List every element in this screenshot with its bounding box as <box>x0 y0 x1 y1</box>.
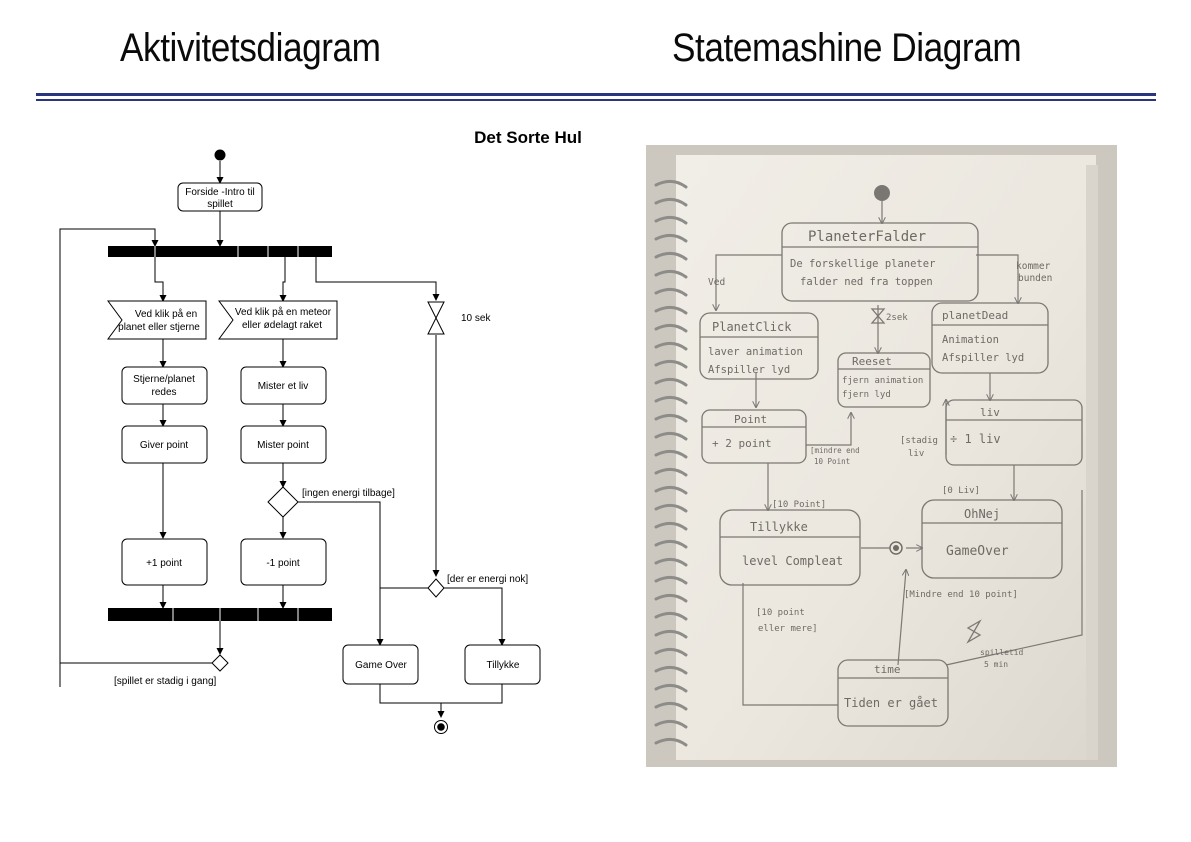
sm-label-0-liv: [0 Liv] <box>942 486 980 496</box>
action-minus-point-label: -1 point <box>266 558 300 569</box>
final-node <box>437 723 445 731</box>
sm-planeter-title: PlaneterFalder <box>808 229 926 245</box>
fork-bar <box>108 246 332 257</box>
activity-diagram-title: Det Sorte Hul <box>474 128 582 147</box>
action-plus-point <box>121 538 208 586</box>
sm-dead-body-2: Afspiller lyd <box>942 352 1024 364</box>
activity-diagram: Forside -Intro til spillet Ved klik på e… <box>59 128 582 734</box>
action-plus-point-label: +1 point <box>146 558 182 569</box>
sm-point-body: + 2 point <box>712 437 772 450</box>
guard-der-er-energi: [der er energi nok] <box>447 574 528 585</box>
sm-tillykke-title: Tillykke <box>750 520 808 534</box>
action-forside-label-1: Forside -Intro til <box>185 187 254 198</box>
action-giver-point-label: Giver point <box>140 440 189 451</box>
sm-label-stadig-2: liv <box>908 449 924 459</box>
guard-stadig-gang: [spillet er stadig i gang] <box>114 676 217 687</box>
sm-label-2sek: 2sek <box>886 313 908 323</box>
decision-loop <box>211 654 229 672</box>
sm-dead-body-1: Animation <box>942 334 999 346</box>
signal-meteor-click <box>218 300 338 340</box>
action-stjerne-redes <box>121 366 208 405</box>
sm-liv-title: liv <box>980 406 1000 419</box>
signal-meteor-label-1: Ved klik på en meteor <box>235 306 332 318</box>
action-mister-point-label: Mister point <box>257 440 309 451</box>
sm-label-mindre-2: 10 Point <box>814 457 850 466</box>
sm-dead-title: planetDead <box>942 309 1008 322</box>
sm-time-title: time <box>874 663 901 676</box>
sm-state-ohnej <box>921 499 1063 579</box>
sm-reset-body-2: fjern lyd <box>842 390 891 400</box>
action-minus-point <box>240 538 327 586</box>
action-giver-point <box>121 425 208 464</box>
signal-planet-label-2: planet eller stjerne <box>118 322 200 333</box>
sm-label-10-point-mere-2: eller mere] <box>758 624 818 634</box>
sm-state-liv <box>945 399 1083 466</box>
action-forside <box>177 182 263 212</box>
timer-label: 10 sek <box>461 313 491 324</box>
sm-point-title: Point <box>734 413 767 426</box>
signal-planet-click <box>107 300 207 340</box>
sm-initial-state <box>874 185 890 201</box>
sm-state-planeter <box>781 222 979 302</box>
sm-label-spilletid-1: spilletid <box>980 648 1024 657</box>
sm-junction-ring <box>889 541 903 555</box>
sm-label-ved: Ved <box>708 277 725 288</box>
sm-state-planetclick <box>699 312 819 380</box>
decision-energi <box>267 486 299 518</box>
sm-junction <box>893 545 899 551</box>
action-forside-label-2: spillet <box>207 199 233 210</box>
sm-label-stadig-1: [stadig <box>900 436 938 446</box>
sm-liv-body: ÷ 1 liv <box>950 432 1001 446</box>
signal-planet-label-1: Ved klik på en <box>135 308 197 320</box>
left-section-title: Aktivitetsdiagram <box>120 26 381 70</box>
signal-meteor-label-2: eller ødelagt raket <box>242 320 322 331</box>
sm-planeter-body-2: falder ned fra toppen <box>800 276 933 288</box>
action-stjerne-label-1: Stjerne/planet <box>133 374 195 385</box>
sm-label-kommer: kommer <box>1016 261 1051 272</box>
action-mister-point <box>240 425 327 464</box>
start-node <box>214 149 226 161</box>
action-stjerne-label-2: redes <box>151 387 176 398</box>
timer-hourglass <box>427 301 445 335</box>
sm-tillykke-body: level Compleat <box>742 554 843 568</box>
sm-reset-title: Reeset <box>852 355 892 368</box>
sm-planeter-body-1: De forskellige planeter <box>790 258 935 270</box>
sm-label-mindre-1: [mindre end <box>810 446 860 455</box>
action-mister-liv <box>240 366 327 405</box>
spiral-binding <box>654 179 688 747</box>
sm-ohnej-body: GameOver <box>946 544 1009 559</box>
sm-click-body-2: Afspiller lyd <box>708 364 790 376</box>
action-game-over <box>342 644 419 685</box>
sm-ohnej-title: OhNej <box>964 507 1000 521</box>
sm-state-planetdead <box>931 302 1049 374</box>
action-tillykke-label: Tillykke <box>487 660 520 671</box>
sm-state-reeset <box>837 352 931 408</box>
header-rule-bottom <box>36 99 1156 101</box>
sm-label-mindre-10: [Mindre end 10 point] <box>904 590 1018 600</box>
sm-state-point <box>701 409 807 464</box>
sm-state-time <box>837 659 949 727</box>
action-tillykke <box>464 644 541 685</box>
guard-ingen-energi: [ingen energi tilbage] <box>302 488 395 499</box>
action-game-over-label: Game Over <box>355 660 407 671</box>
sm-reset-body-1: fjern animation <box>842 376 923 386</box>
decision-der-er-energi <box>427 578 445 598</box>
sm-label-bunden: bunden <box>1018 273 1052 284</box>
sm-label-10-point: [10 Point] <box>772 500 826 510</box>
sm-click-body-1: laver animation <box>708 346 803 358</box>
state-machine-photo: PlaneterFalder De forskellige planeter f… <box>646 145 1117 767</box>
right-section-title: Statemashine Diagram <box>672 26 1022 70</box>
action-mister-liv-label: Mister et liv <box>258 381 309 392</box>
sm-label-10-point-mere-1: [10 point <box>756 608 805 618</box>
sm-time-body: Tiden er gået <box>844 696 938 710</box>
header-rule-top <box>36 93 1156 96</box>
notebook-page <box>676 155 1096 760</box>
sm-state-tillykke <box>719 509 861 586</box>
sm-click-title: PlanetClick <box>712 320 792 334</box>
sm-label-spilletid-2: 5 min <box>984 660 1008 669</box>
